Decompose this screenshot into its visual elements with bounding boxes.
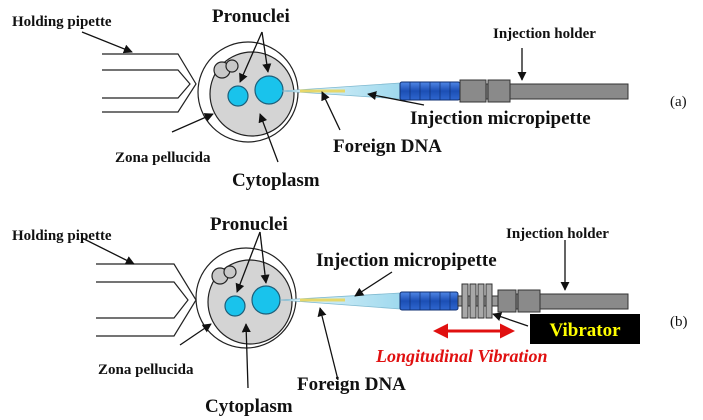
holder-nut [517, 289, 541, 313]
label-foreign-dna: Foreign DNA [297, 374, 406, 395]
panel-label-a: (a) [670, 94, 687, 110]
pipette-connector [399, 291, 459, 311]
label-injection-holder: Injection holder [493, 26, 596, 42]
holder-nut [459, 79, 487, 103]
polar-body [225, 59, 239, 73]
panel-b: Vibrator Holding pipette Pronuclei Injec… [12, 214, 688, 417]
vibrator-box [530, 314, 640, 344]
holding-pipette [96, 263, 197, 337]
polar-body [223, 265, 237, 279]
zona-pellucida [195, 247, 297, 349]
panel-a: Holding pipette Pronuclei Injection hold… [12, 6, 687, 191]
label-foreign-dna: Foreign DNA [333, 136, 442, 157]
label-zona-pellucida: Zona pellucida [98, 362, 194, 378]
label-vibrator: Vibrator [549, 320, 621, 341]
pronucleus [224, 295, 246, 317]
label-pronuclei: Pronuclei [210, 214, 288, 235]
holder-nut [497, 289, 517, 313]
label-injection-holder: Injection holder [506, 226, 609, 242]
label-zona-pellucida: Zona pellucida [115, 150, 211, 166]
pronucleus [251, 285, 281, 315]
label-holding-pipette: Holding pipette [12, 228, 112, 244]
pronucleus [254, 75, 284, 105]
holding-pipette [102, 53, 197, 113]
cytoplasm [209, 51, 295, 137]
cytoplasm [207, 259, 293, 345]
label-holding-pipette: Holding pipette [12, 14, 112, 30]
label-injection-micropipette: Injection micropipette [316, 250, 497, 271]
label-pronuclei: Pronuclei [212, 6, 290, 27]
label-cytoplasm: Cytoplasm [232, 170, 320, 191]
label-longitudinal-vibration: Longitudinal Vibration [375, 346, 548, 366]
pronucleus [227, 85, 249, 107]
label-cytoplasm: Cytoplasm [205, 396, 293, 417]
leader-lines [81, 31, 527, 163]
label-injection-micropipette: Injection micropipette [410, 108, 591, 129]
vibrator-element [457, 283, 499, 319]
holder-nut [487, 79, 511, 103]
leader-lines [81, 231, 570, 389]
panel-label-b: (b) [670, 314, 688, 330]
